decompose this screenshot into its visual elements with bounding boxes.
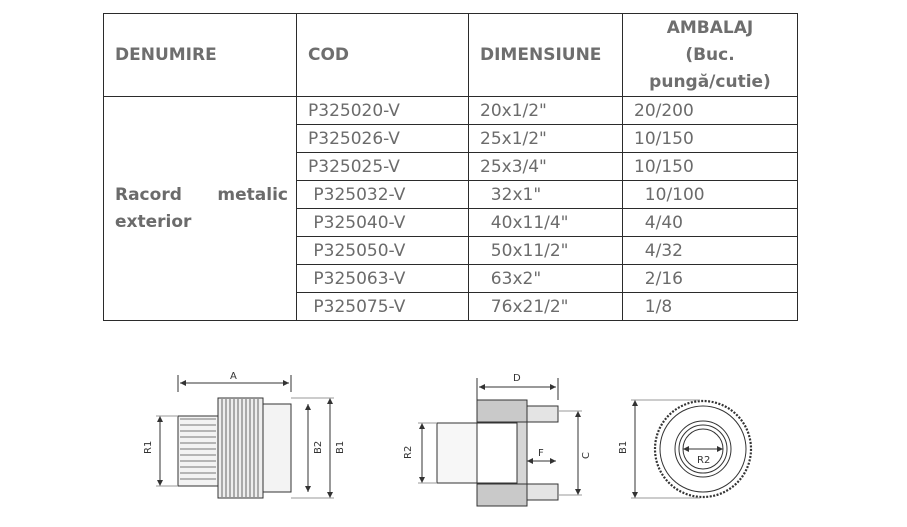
cell-cod: P325026-V: [296, 124, 469, 153]
cell-ambalaj: 20/200: [622, 96, 798, 125]
table-header-row: DENUMIRE COD DIMENSIUNE AMBALAJ (Buc. pu…: [103, 13, 798, 97]
header-ambalaj-line1: AMBALAJ: [666, 17, 754, 38]
header-ambalaj-line2: (Buc.: [685, 44, 735, 65]
cell-cod: P325025-V: [296, 152, 469, 181]
section-view-drawing: [418, 378, 582, 507]
cell-cod: P325020-V: [296, 96, 469, 125]
header-ambalaj-line3: pungă/cutie): [649, 71, 771, 92]
table-row: P325040-V 40x11/4" 4/40: [104, 208, 798, 237]
label-b1-end: B1: [618, 441, 629, 454]
drawings-svg: A R1 B2 B1 D R2 F C B1 R2: [143, 371, 753, 507]
technical-drawings: A R1 B2 B1 D R2 F C B1 R2: [0, 345, 907, 527]
side-view-drawing: [156, 375, 334, 499]
cell-dimensiune: 25x3/4": [468, 152, 623, 181]
cell-ambalaj: 1/8: [622, 292, 798, 321]
header-cod: COD: [296, 13, 469, 97]
table-row: P325075-V 76x21/2" 1/8: [104, 292, 798, 321]
cell-cod: P325075-V: [296, 292, 469, 321]
table-row: P325032-V 32x1" 10/100: [104, 180, 798, 209]
header-dimensiune: DIMENSIUNE: [468, 13, 623, 97]
table-row: Racord metalic exterior P325020-V 20x1/2…: [103, 96, 798, 321]
label-b2: B2: [313, 441, 324, 454]
cell-cod: P325040-V: [296, 208, 469, 237]
product-spec-table: DENUMIRE COD DIMENSIUNE AMBALAJ (Buc. pu…: [103, 13, 798, 321]
table-row: P325025-V 25x3/4" 10/150: [104, 152, 798, 181]
cell-dimensiune: 76x21/2": [468, 292, 623, 321]
cell-cod: P325063-V: [296, 264, 469, 293]
end-view-drawing: [631, 399, 753, 499]
header-ambalaj: AMBALAJ (Buc. pungă/cutie): [622, 13, 798, 97]
product-name-cell: Racord metalic exterior: [103, 96, 297, 321]
cell-dimensiune: 32x1": [468, 180, 623, 209]
cell-ambalaj: 10/150: [622, 152, 798, 181]
cell-ambalaj: 10/150: [622, 124, 798, 153]
cell-dimensiune: 40x11/4": [468, 208, 623, 237]
cell-ambalaj: 2/16: [622, 264, 798, 293]
cell-ambalaj: 4/32: [622, 236, 798, 265]
label-r1: R1: [143, 441, 154, 454]
label-f: F: [538, 448, 544, 459]
label-c: C: [581, 452, 592, 459]
label-r2-end: R2: [697, 455, 710, 466]
cell-ambalaj: 10/100: [622, 180, 798, 209]
cell-ambalaj: 4/40: [622, 208, 798, 237]
header-denumire: DENUMIRE: [103, 13, 297, 97]
label-r2: R2: [403, 446, 414, 459]
cell-dimensiune: 20x1/2": [468, 96, 623, 125]
cell-dimensiune: 25x1/2": [468, 124, 623, 153]
table-row: P325063-V 63x2" 2/16: [104, 264, 798, 293]
cell-cod: P325050-V: [296, 236, 469, 265]
label-d: D: [513, 373, 521, 384]
table-row: P325026-V 25x1/2" 10/150: [104, 124, 798, 153]
cell-cod: P325032-V: [296, 180, 469, 209]
table-row: P325050-V 50x11/2" 4/32: [104, 236, 798, 265]
cell-dimensiune: 50x11/2": [468, 236, 623, 265]
label-a: A: [230, 371, 237, 382]
cell-dimensiune: 63x2": [468, 264, 623, 293]
label-b1: B1: [335, 441, 346, 454]
